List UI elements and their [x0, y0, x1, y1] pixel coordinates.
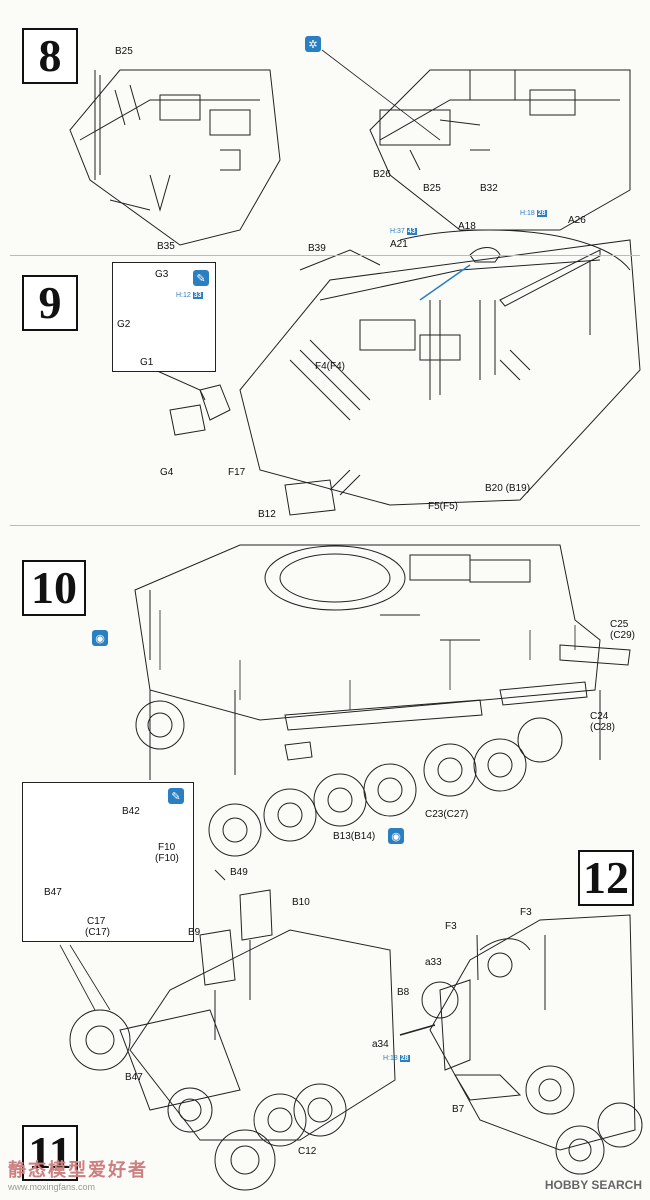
- part-label: G3: [155, 269, 169, 280]
- part-label: A21: [390, 239, 408, 250]
- paint-icon: ✎: [168, 788, 184, 804]
- part-label: (F10): [155, 853, 179, 864]
- color-ref: H:12 33: [176, 292, 203, 299]
- part-label: B13(B14): [333, 831, 376, 842]
- step-number: 12: [583, 852, 629, 903]
- part-label: C23(C27): [425, 809, 469, 820]
- part-label: (C28): [590, 722, 616, 733]
- part-label: G2: [117, 319, 131, 330]
- part-label: (C29): [610, 630, 636, 641]
- part-label: a34: [372, 1039, 389, 1050]
- both-sides-icon: ◉: [92, 630, 108, 646]
- part-label: B7: [452, 1104, 465, 1115]
- part-label: F17: [228, 467, 246, 478]
- step-number: 10: [31, 562, 77, 613]
- watermark: 静态模型爱好者 www.moxingfans.com: [8, 1156, 148, 1192]
- step10-hull-drawing: [134, 544, 631, 780]
- color-ref: H:18 28: [520, 210, 547, 217]
- part-label: B35: [157, 241, 175, 252]
- part-label: C24: [590, 711, 609, 722]
- part-label: B42: [122, 806, 140, 817]
- part-label: B49: [230, 867, 248, 878]
- part-label: F10: [158, 842, 176, 853]
- part-label: C12: [298, 1146, 317, 1157]
- part-label: F4(F4): [315, 361, 345, 372]
- part-label: F3: [445, 921, 457, 932]
- watermark-title: 静态模型爱好者: [8, 1160, 148, 1180]
- step-11-box: 11: [22, 1125, 78, 1181]
- step-number: 8: [38, 30, 62, 81]
- step9-hull-drawing: [169, 229, 641, 516]
- part-label: (C17): [85, 927, 111, 938]
- part-label: B9: [188, 927, 201, 938]
- step10-arrows: [159, 610, 576, 710]
- watermark-url: www.moxingfans.com: [8, 1182, 96, 1192]
- part-label: B8: [397, 987, 410, 998]
- step12-hull-drawing: [399, 914, 643, 1175]
- color-ref: H:18 28: [383, 1055, 410, 1062]
- part-label: A26: [568, 215, 586, 226]
- step-number: 9: [38, 277, 62, 328]
- part-label: a33: [425, 957, 442, 968]
- part-label: B25: [423, 183, 441, 194]
- part-label: G4: [160, 467, 174, 478]
- step10-wheels: [135, 700, 563, 857]
- both-sides-icon: ◉: [388, 828, 404, 844]
- step11-hull-drawing: [69, 869, 396, 1191]
- paint-icon: ✎: [193, 270, 209, 286]
- step-8-box: 8: [22, 28, 78, 84]
- part-label: B32: [480, 183, 498, 194]
- divider: [10, 525, 640, 526]
- part-label: C25: [610, 619, 629, 630]
- part-label: B39: [308, 243, 326, 254]
- part-label: B25: [115, 46, 133, 57]
- step8-left-drawing: [69, 69, 281, 246]
- part-label: B26: [373, 169, 391, 180]
- part-label: B20 (B19): [485, 483, 531, 494]
- step-9-box: 9: [22, 275, 78, 331]
- part-label: B10: [292, 897, 310, 908]
- step-12-box: 12: [578, 850, 634, 906]
- brand-logo: HOBBY SEARCH: [544, 1178, 642, 1192]
- part-label: C17: [87, 916, 106, 927]
- part-label: B47: [125, 1072, 143, 1083]
- part-label: F5(F5): [428, 501, 458, 512]
- step11-inset: [22, 782, 194, 942]
- part-label: A18: [458, 221, 476, 232]
- cement-icon: ✲: [305, 36, 321, 52]
- part-label: B47: [44, 887, 62, 898]
- step-number: 11: [28, 1127, 72, 1178]
- color-ref: H:37 43: [390, 228, 417, 235]
- step8-right-drawing: [369, 69, 631, 231]
- part-label: F3: [520, 907, 532, 918]
- part-label: B12: [258, 509, 276, 520]
- step-10-box: 10: [22, 560, 86, 616]
- divider: [10, 255, 640, 256]
- part-label: G1: [140, 357, 154, 368]
